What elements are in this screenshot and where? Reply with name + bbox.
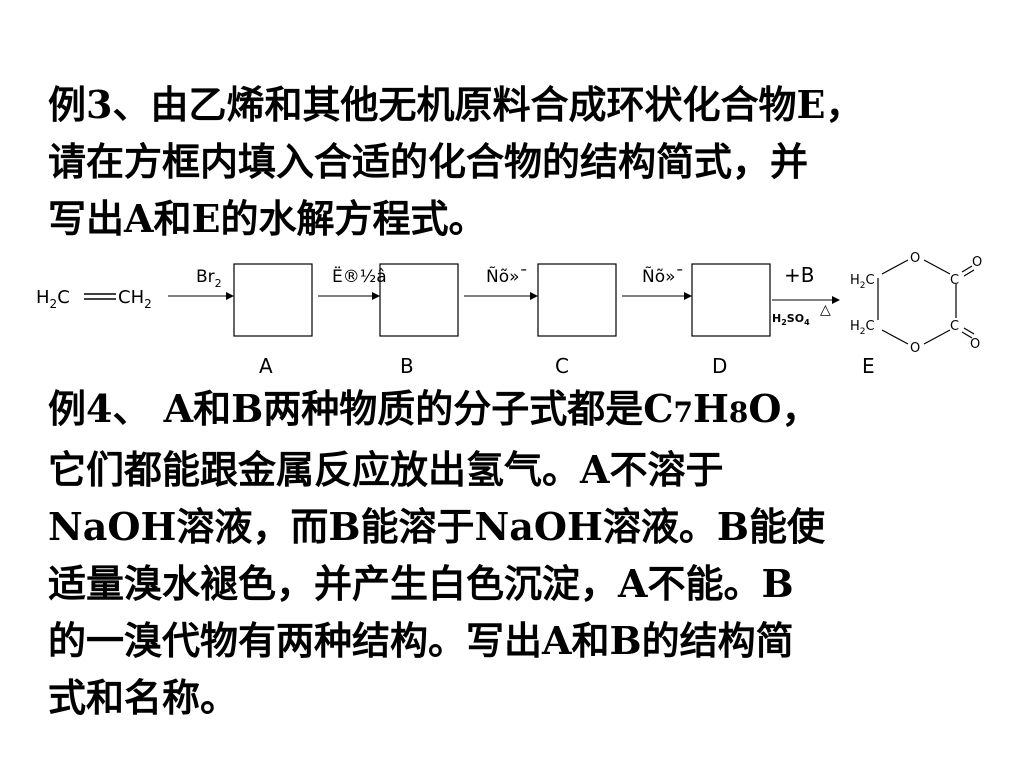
example-4-line-5: 的一溴代物有两种结构。写出A和B的结构简 bbox=[48, 618, 794, 663]
reaction-scheme: H2C CH2 Br2 Ë®½â Ñõ»¯ Ñõ»¯ +B H2SO bbox=[36, 251, 982, 378]
arrow-1: Br2 bbox=[168, 267, 234, 300]
arrow-5: +B H2SO4 △ bbox=[772, 263, 840, 327]
svg-text:O: O bbox=[910, 341, 920, 356]
example-3-line-2: 请在方框内填入合适的化合物的结构简式，并 bbox=[48, 139, 809, 184]
label-d: D bbox=[712, 354, 727, 378]
subscript-7: 7 bbox=[673, 396, 694, 429]
example-4-text: 例4、 A和B两种物质的分子式都是C7H8O， 它们都能跟金属反应放出氢气。A不… bbox=[48, 380, 948, 726]
example-4-line-1: 例4、 A和B两种物质的分子式都是C7H8O， bbox=[48, 380, 948, 441]
label-a: A bbox=[259, 354, 273, 378]
svg-text:Ñõ»¯: Ñõ»¯ bbox=[486, 265, 528, 287]
arrow-2: Ë®½â bbox=[318, 266, 387, 300]
example-3-line-3: 写出A和E的水解方程式。 bbox=[48, 196, 487, 241]
box-d bbox=[691, 263, 771, 337]
label-e: E bbox=[862, 354, 875, 378]
example-4-line-1-part-a: 例4、 A和B两种物质的分子式都是C bbox=[48, 386, 674, 431]
product-e-structure: H2C H2C O O C C O O bbox=[850, 251, 982, 356]
svg-text:C: C bbox=[950, 273, 959, 288]
svg-text:O: O bbox=[972, 255, 982, 270]
svg-text:H2C: H2C bbox=[36, 287, 70, 311]
example-4-line-6: 式和名称。 bbox=[48, 675, 239, 720]
example-4-line-1-part-b: H bbox=[693, 386, 729, 431]
svg-text:O: O bbox=[910, 251, 920, 266]
svg-text:+B: +B bbox=[784, 263, 814, 287]
example-3-line-1: 例3、由乙烯和其他无机原料合成环状化合物E， bbox=[48, 82, 864, 127]
box-c bbox=[537, 263, 617, 337]
svg-text:C: C bbox=[950, 319, 959, 334]
box-a bbox=[233, 263, 313, 337]
svg-text:Br2: Br2 bbox=[196, 267, 222, 290]
label-c: C bbox=[555, 354, 569, 378]
subscript-8: 8 bbox=[728, 396, 749, 429]
box-b bbox=[379, 263, 459, 337]
example-4-line-1-part-c: O， bbox=[748, 386, 820, 431]
svg-text:Ë®½â: Ë®½â bbox=[332, 266, 387, 287]
svg-text:Ñõ»¯: Ñõ»¯ bbox=[642, 265, 684, 287]
svg-text:H2C: H2C bbox=[850, 319, 875, 337]
svg-text:O: O bbox=[970, 337, 980, 352]
arrow-3: Ñõ»¯ bbox=[464, 265, 538, 300]
svg-text:H2SO4: H2SO4 bbox=[772, 312, 810, 327]
example-4-line-2: 它们都能跟金属反应放出氢气。A不溶于 bbox=[48, 447, 724, 492]
example-4-line-4: 适量溴水褪色，并产生白色沉淀，A不能。B bbox=[48, 561, 794, 606]
svg-text:△: △ bbox=[820, 302, 831, 318]
svg-text:CH2: CH2 bbox=[118, 287, 152, 311]
ethylene-formula: H2C CH2 bbox=[36, 287, 152, 311]
arrow-4: Ñõ»¯ bbox=[622, 265, 692, 300]
label-b: B bbox=[400, 354, 414, 378]
example-3-text: 例3、由乙烯和其他无机原料合成环状化合物E， 请在方框内填入合适的化合物的结构简… bbox=[48, 76, 988, 247]
example-4-line-3: NaOH溶液，而B能溶于NaOH溶液。B能使 bbox=[48, 504, 825, 549]
svg-text:H2C: H2C bbox=[850, 273, 875, 291]
